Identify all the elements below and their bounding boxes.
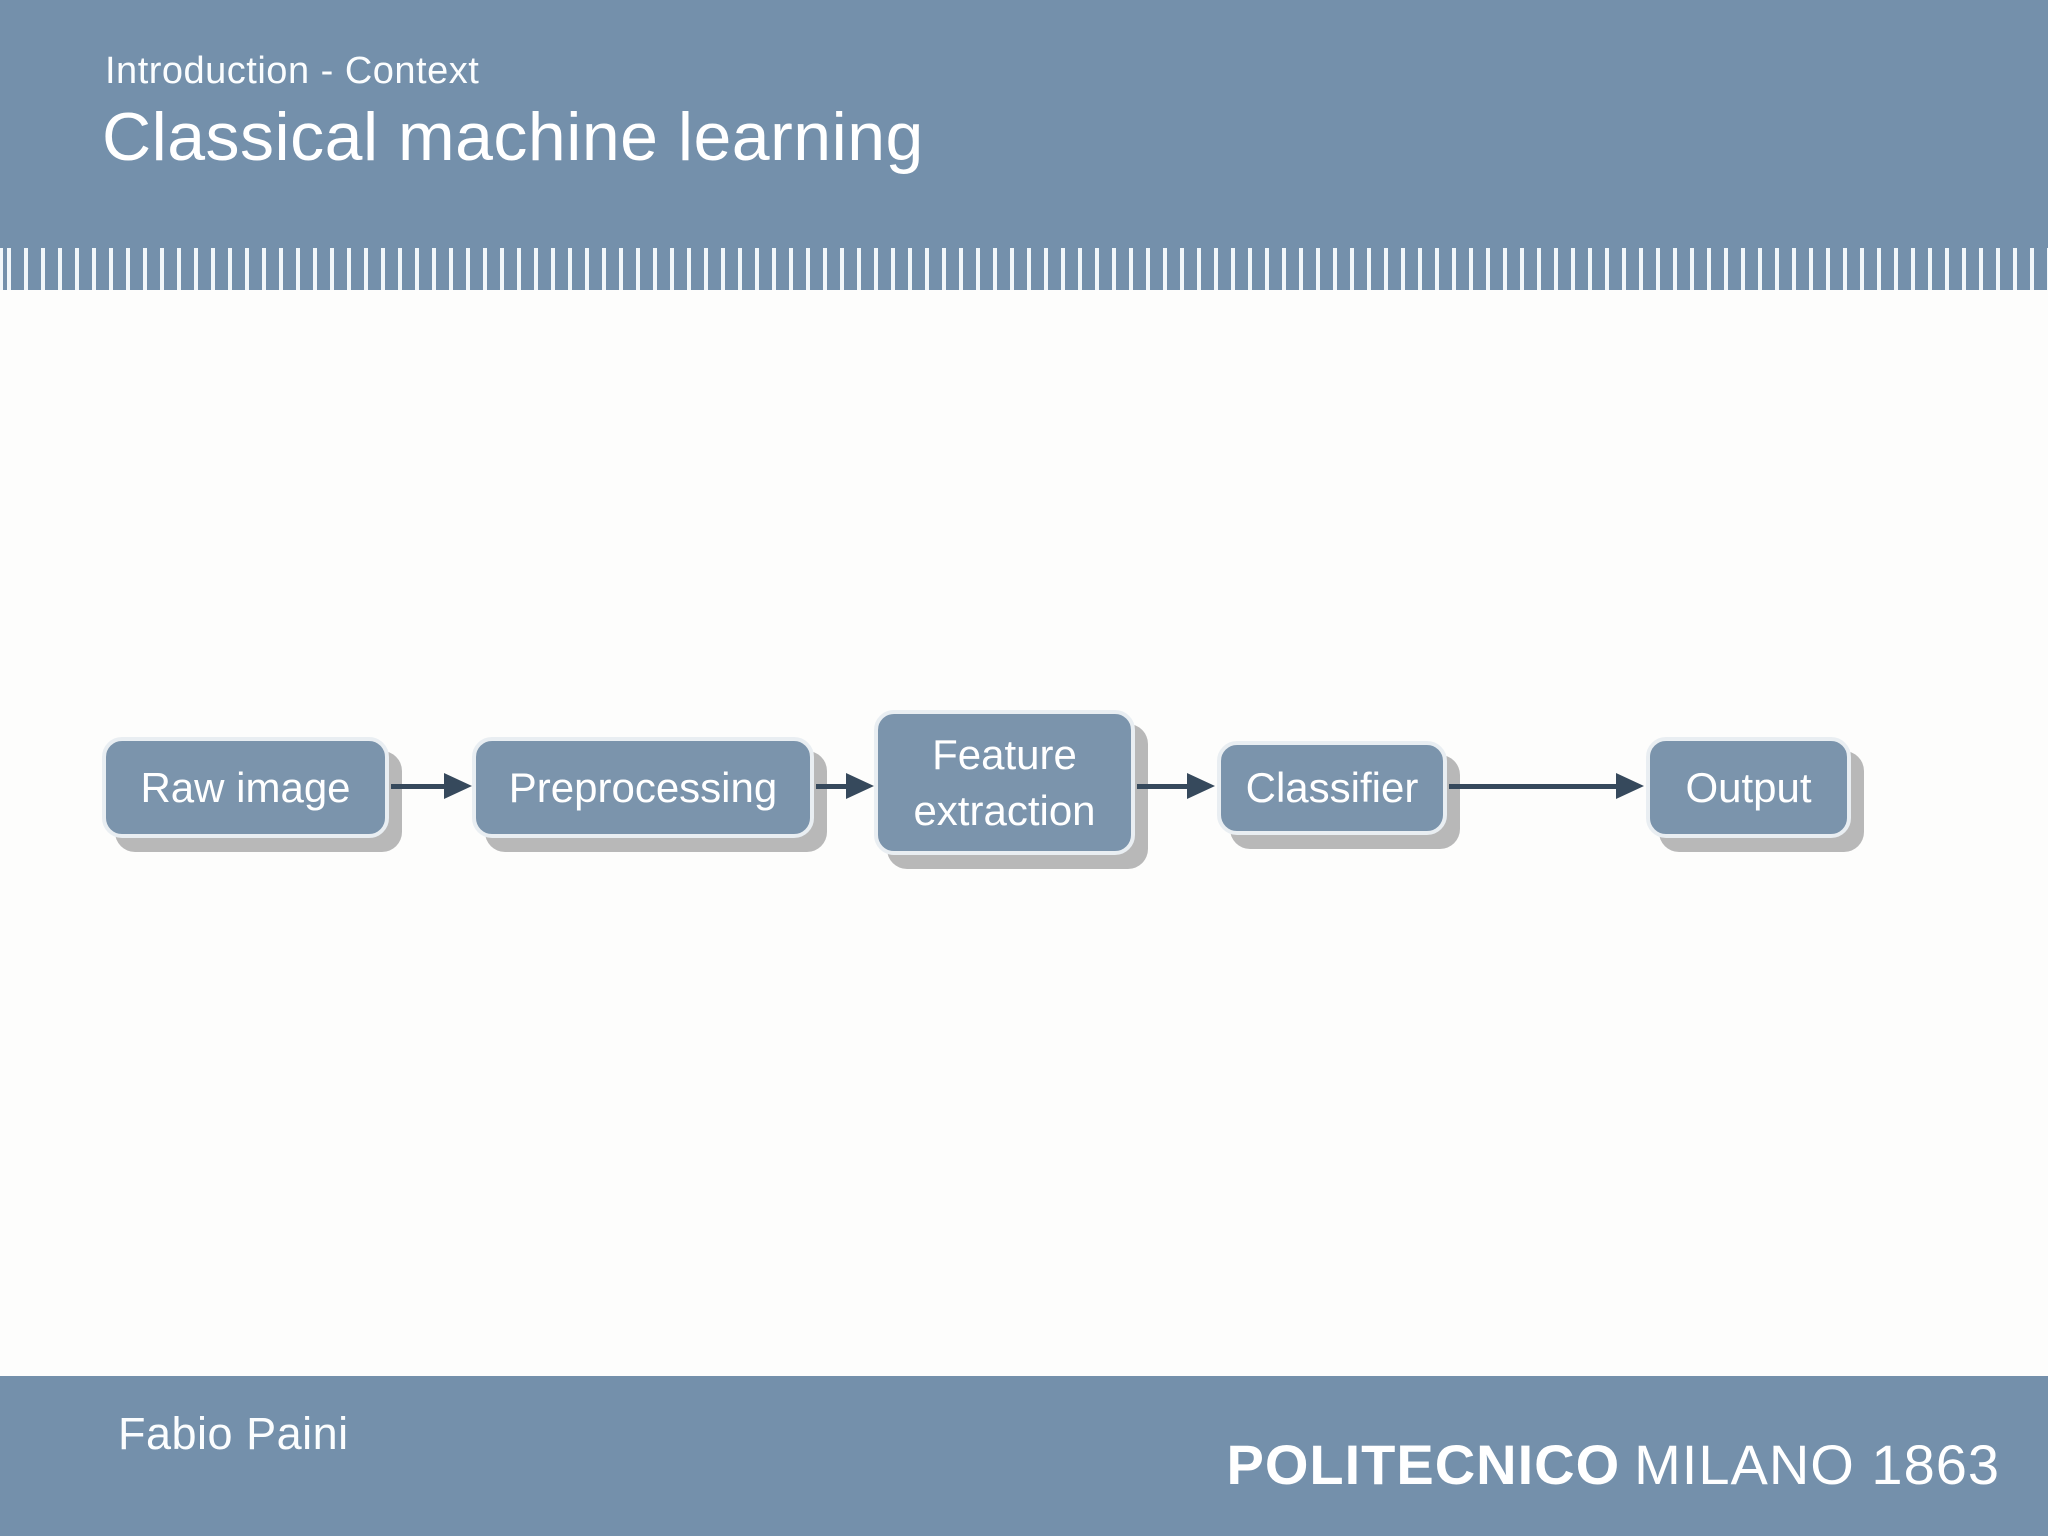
arrow-head-icon [444, 773, 472, 799]
flow-node-raw-image: Raw image [102, 737, 389, 838]
arrow-shaft [1449, 784, 1618, 789]
section-subtitle: Introduction - Context [105, 50, 480, 92]
arrow-shaft [816, 784, 848, 789]
flow-arrow-4 [1449, 771, 1644, 801]
flow-arrow-3 [1137, 771, 1215, 801]
ruler-ticks-decoration [0, 248, 2048, 290]
author-name: Fabio Paini [118, 1408, 349, 1459]
flow-node-label: Preprocessing [508, 763, 778, 811]
arrow-shaft [1137, 784, 1189, 789]
arrow-head-icon [1616, 773, 1644, 799]
arrow-head-icon [1187, 773, 1215, 799]
flow-node-output: Output [1646, 737, 1851, 838]
flow-node-preprocessing: Preprocessing [472, 737, 814, 838]
flow-node-label: Feature extraction [913, 731, 1096, 834]
flow-node-label: Output [1685, 763, 1812, 811]
flow-arrow-1 [391, 771, 472, 801]
flow-node-classifier: Classifier [1217, 741, 1447, 835]
flow-node-label: Classifier [1245, 764, 1419, 812]
slide-title: Classical machine learning [102, 99, 924, 175]
flow-node-label: Raw image [140, 763, 351, 811]
flow-node-feature-extraction: Feature extraction [874, 710, 1135, 855]
arrow-shaft [391, 784, 446, 789]
header-band: Introduction - Context Classical machine… [0, 0, 2048, 290]
institution-name-bold: POLITECNICO [1226, 1433, 1621, 1496]
flow-arrow-2 [816, 771, 874, 801]
arrow-head-icon [846, 773, 874, 799]
institution-name-rest: MILANO 1863 [1634, 1433, 2000, 1496]
